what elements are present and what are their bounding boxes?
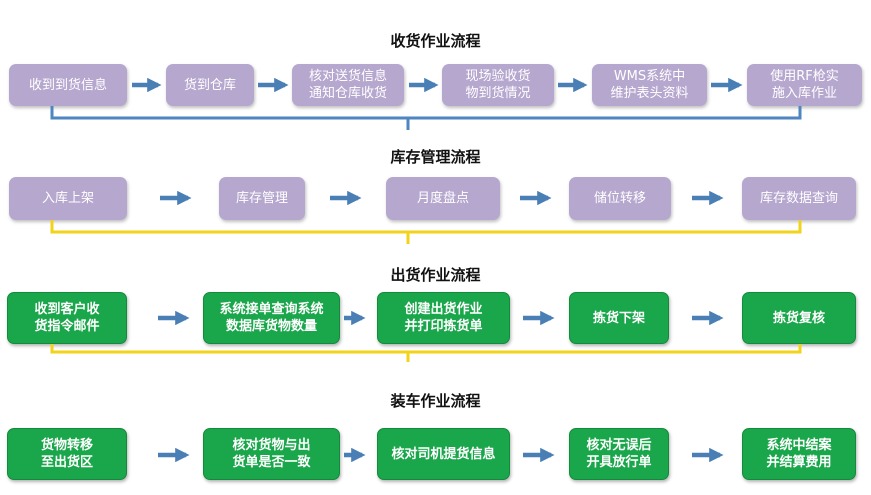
step-wms-header-data: WMS系统中 维护表头资料 (592, 64, 707, 106)
step-close-and-settle: 系统中结案 并结算费用 (742, 428, 856, 480)
step-receive-arrival-info: 收到到货信息 (9, 64, 127, 106)
step-monthly-stocktake: 月度盘点 (386, 177, 500, 220)
bracket-receiving (50, 106, 802, 130)
step-verify-delivery-info: 核对送货信息 通知仓库收货 (292, 64, 404, 106)
step-goods-to-warehouse: 货到仓库 (166, 64, 254, 106)
step-location-transfer: 储位转移 (569, 177, 671, 220)
step-inventory-query: 库存数据查询 (742, 177, 856, 220)
step-onsite-inspection: 现场验收货 物到货情况 (442, 64, 554, 106)
step-create-outbound-order: 创建出货作业 并打印拣货单 (377, 292, 510, 344)
step-verify-driver-info: 核对司机提货信息 (377, 428, 510, 480)
step-rf-putaway: 使用RF枪实 施入库作业 (747, 64, 862, 106)
step-receive-order-email: 收到客户收 货指令邮件 (7, 292, 127, 344)
section-title-receiving: 收货作业流程 (390, 32, 481, 50)
section-title-inventory: 库存管理流程 (390, 148, 481, 166)
bracket-inventory (50, 220, 802, 244)
step-match-goods-with-order: 核对货物与出 货单是否一致 (203, 428, 340, 480)
step-picking: 拣货下架 (569, 292, 669, 344)
step-pick-review: 拣货复核 (742, 292, 856, 344)
step-move-to-outbound-area: 货物转移 至出货区 (7, 428, 127, 480)
step-query-stock-quantity: 系统接单查询系统 数据库货物数量 (203, 292, 340, 344)
section-title-loading: 装车作业流程 (390, 392, 481, 410)
step-putaway: 入库上架 (9, 177, 127, 220)
step-inventory-management: 库存管理 (219, 177, 305, 220)
section-title-shipping: 出货作业流程 (390, 266, 481, 284)
step-issue-release-slip: 核对无误后 开具放行单 (569, 428, 669, 480)
bracket-shipping (50, 344, 802, 362)
